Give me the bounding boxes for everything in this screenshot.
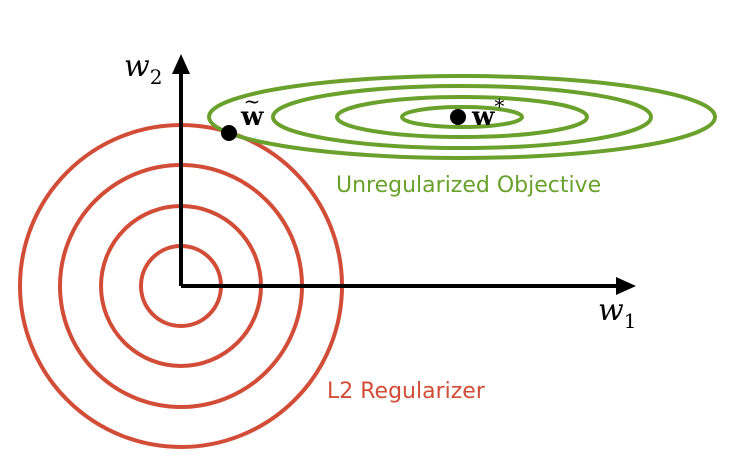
- x-axis-arrowhead: [616, 277, 636, 295]
- x-axis-subscript: 1: [624, 309, 637, 333]
- optimum-point: [450, 109, 466, 125]
- regularized-solution-label: w: [240, 102, 264, 132]
- y-axis-subscript: 2: [150, 65, 163, 89]
- y-axis-arrowhead: [172, 54, 190, 74]
- regularizer-label: L2 Regularizer: [327, 379, 486, 404]
- optimum-superscript: *: [494, 94, 504, 118]
- objective-ellipse-1: [400, 105, 524, 129]
- regularized-solution-accent: ~: [244, 89, 261, 113]
- objective-contours: [207, 74, 717, 160]
- x-axis-label: w1: [598, 293, 636, 333]
- objective-label: Unregularized Objective: [336, 173, 601, 198]
- objective-ellipse-2: [335, 95, 589, 139]
- y-axis-label: w2: [124, 49, 162, 89]
- objective-ellipse-3: [271, 84, 653, 150]
- objective-ellipse-4: [207, 74, 717, 160]
- axes: [179, 72, 618, 288]
- optimum-label: w*: [471, 94, 504, 132]
- regularized-solution-point: [221, 125, 237, 141]
